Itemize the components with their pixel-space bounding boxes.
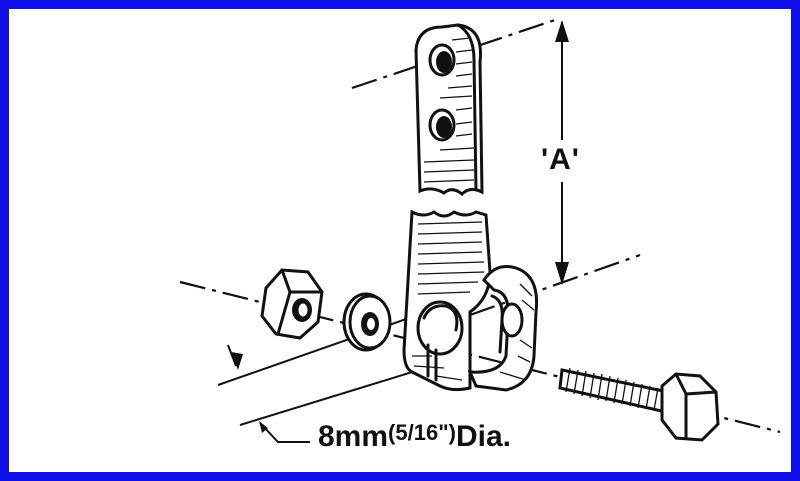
lower-clevis-bracket (402, 209, 539, 392)
lower-centre-line (469, 253, 641, 317)
flat-washer (342, 292, 392, 352)
upper-link-plate (414, 23, 484, 197)
hex-nut (260, 268, 324, 340)
dimension-a-label: 'A' (541, 143, 580, 176)
diameter-main: 8mm (318, 420, 389, 453)
hex-bolt (558, 367, 720, 442)
diameter-suffix: Dia. (455, 420, 511, 453)
diameter-label: 8mm(5/16")Dia. (318, 420, 511, 454)
diameter-fraction: (5/16") (388, 420, 456, 445)
dimension-a-arrow (555, 20, 569, 285)
